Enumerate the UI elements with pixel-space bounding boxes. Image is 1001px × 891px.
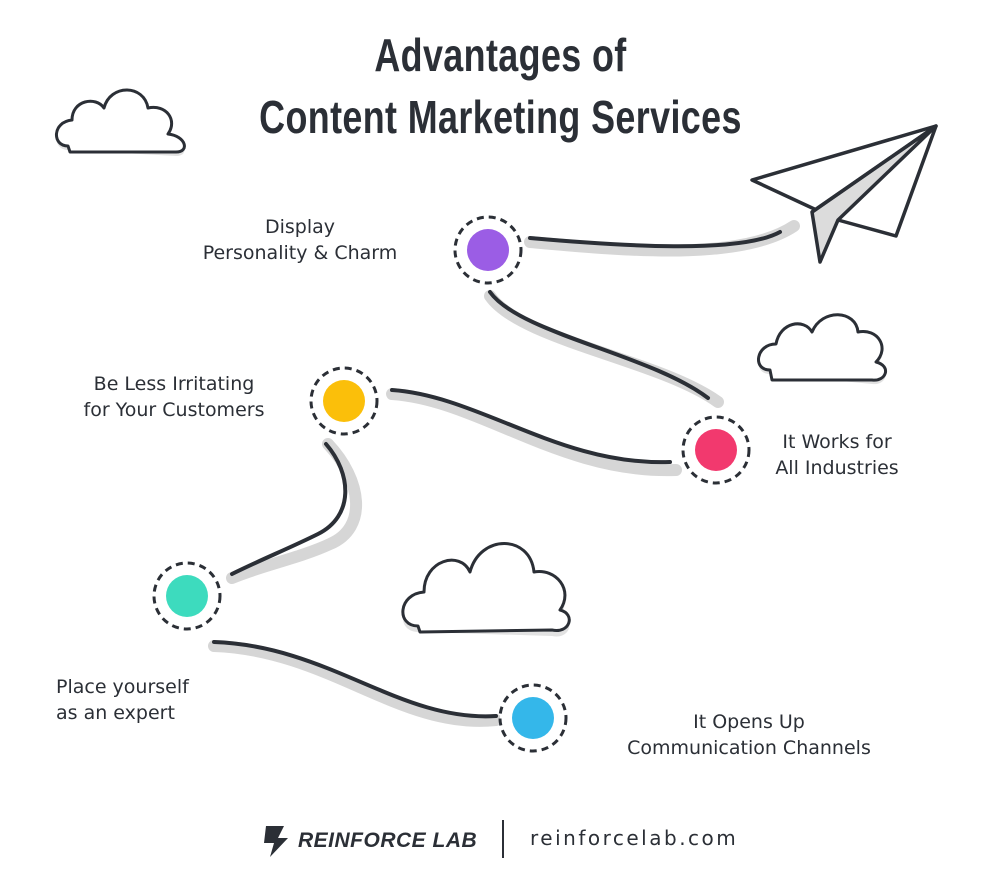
step-label-3: Be Less Irritating for Your Customers	[60, 371, 288, 423]
step-label-4: Place yourself as an expert	[56, 674, 256, 726]
reinforce-lab-logo-icon	[264, 826, 288, 857]
cloud-icon	[757, 313, 887, 385]
step-label-1: Display Personality & Charm	[180, 214, 420, 266]
step-marker-4	[152, 561, 222, 631]
step-marker-5	[498, 683, 568, 753]
step-label-2: It Works for All Industries	[752, 429, 922, 481]
step-5-line-2: Communication Channels	[627, 737, 871, 759]
step-4-line-1: Place yourself	[56, 676, 189, 698]
brand-logo[interactable]: REINFORCE LAB	[262, 823, 477, 859]
cloud-icon	[401, 542, 571, 637]
footer-url[interactable]: reinforcelab.com	[530, 826, 739, 850]
step-marker-2	[681, 415, 751, 485]
step-label-5: It Opens Up Communication Channels	[596, 709, 902, 761]
step-1-line-2: Personality & Charm	[202, 242, 398, 264]
brand-name: REINFORCE LAB	[298, 829, 478, 852]
step-1-line-1: Display	[264, 216, 336, 238]
step-marker-1	[453, 215, 523, 285]
cloud-icon	[55, 88, 186, 156]
step-2-line-1: It Works for	[782, 431, 892, 453]
paper-plane-icon	[750, 124, 938, 264]
step-2-line-2: All Industries	[775, 457, 899, 479]
step-4-line-2: as an expert	[56, 702, 175, 724]
step-3-line-1: Be Less Irritating	[93, 373, 255, 395]
title-line-2: Content Marketing Services	[259, 91, 742, 143]
step-5-line-1: It Opens Up	[693, 711, 805, 733]
step-marker-3	[309, 366, 379, 436]
footer-divider	[502, 820, 504, 858]
title-line-1: Advantages of	[374, 29, 627, 81]
connector-path	[208, 220, 800, 727]
step-3-line-2: for Your Customers	[83, 399, 265, 421]
